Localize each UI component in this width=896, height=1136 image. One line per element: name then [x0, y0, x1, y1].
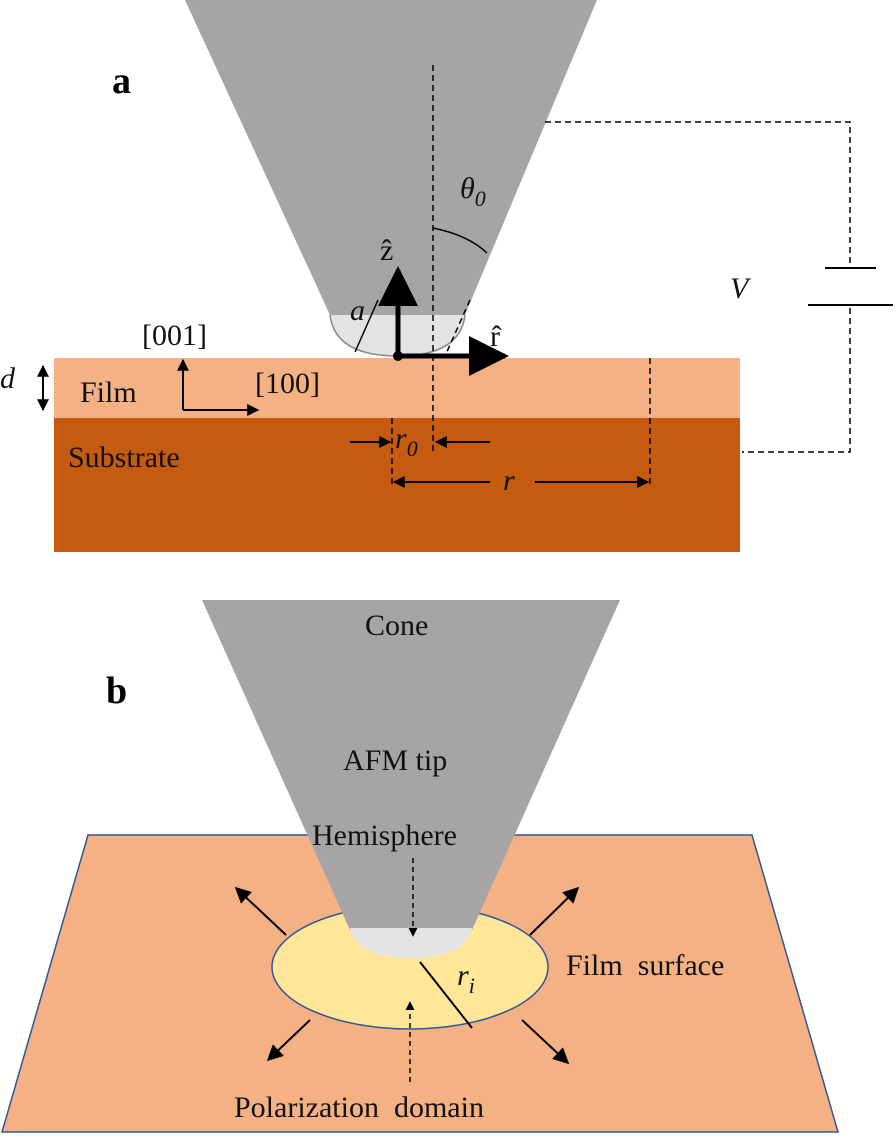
panel-a-label: a — [112, 60, 131, 102]
z-axis-label: ẑ — [380, 234, 393, 267]
film-surface-label: Film surface — [566, 949, 724, 982]
angle-arc — [432, 227, 488, 254]
afm-hemisphere — [350, 928, 472, 958]
domain-radius-label: ri — [457, 959, 475, 998]
film-layer — [54, 358, 740, 418]
angle-label: θ0 — [460, 172, 486, 211]
afm-tip-label: AFM tip — [343, 744, 447, 777]
expand-arrow-upper-left — [234, 886, 287, 936]
radius-line — [354, 299, 379, 353]
panel-a: θ0 a ẑ r̂ a V [001] [100] Film Substrate… — [0, 0, 893, 552]
thickness-label: d — [0, 362, 16, 395]
cone-label: Cone — [365, 609, 428, 642]
tip-cone — [185, 0, 597, 315]
expand-arrow-lower-left — [266, 1019, 311, 1062]
r0-label: r0 — [395, 422, 418, 461]
circuit-wire-top — [545, 121, 851, 265]
hemisphere-label: Hemisphere — [312, 819, 457, 852]
afm-cone — [202, 600, 620, 930]
voltage-label: V — [730, 272, 752, 305]
domain-radius-line — [419, 961, 473, 1029]
orientation-001-label: [001] — [142, 319, 207, 352]
orientation-100-label: [100] — [255, 367, 320, 400]
r-axis-label: r̂ — [490, 320, 502, 353]
cone-extension-line — [444, 299, 471, 357]
origin-dot — [393, 351, 403, 361]
circuit-wire-bottom — [742, 308, 851, 453]
expand-arrow-upper-right — [529, 886, 580, 936]
expand-arrow-lower-right — [521, 1019, 570, 1065]
substrate-label: Substrate — [68, 441, 180, 474]
r-label: r — [503, 464, 515, 497]
panel-b: ri b Cone AFM tip Hemisphere Film surfac… — [1, 600, 839, 1133]
film-label: Film — [80, 376, 137, 409]
panel-b-label: b — [106, 670, 127, 712]
radius-label: a — [350, 294, 365, 327]
polarization-domain-label: Polarization domain — [234, 1091, 484, 1124]
